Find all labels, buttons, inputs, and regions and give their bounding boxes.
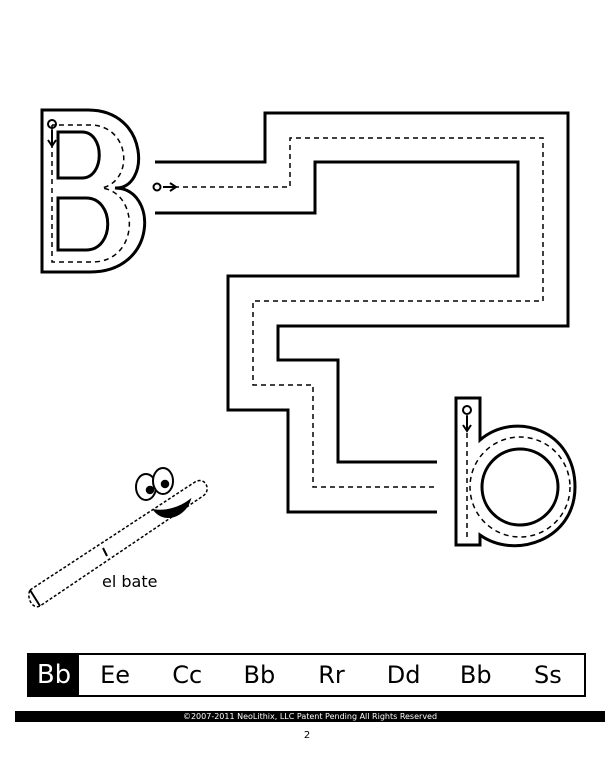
letter-cell: Bb	[243, 661, 276, 689]
letter-strip: Bb Ee Cc Bb Rr Dd Bb Ss	[27, 653, 586, 697]
page-number: 2	[303, 730, 311, 741]
letter-cell: Ss	[534, 661, 562, 689]
caption-el-bate: el bate	[102, 572, 158, 591]
letter-cell: Rr	[318, 661, 345, 689]
uppercase-B-tracing-icon	[40, 108, 147, 274]
letter-cell: Cc	[172, 661, 203, 689]
letter-cell: Ee	[100, 661, 131, 689]
maze-path-icon	[152, 111, 570, 514]
letter-cell: Dd	[386, 661, 421, 689]
lowercase-b-tracing-icon	[454, 396, 577, 548]
letter-cell-highlighted: Bb	[29, 655, 79, 695]
baseball-bat-character-icon	[28, 467, 208, 608]
letter-cell: Bb	[459, 661, 492, 689]
copyright-bar: ©2007-2011 NeoLithix, LLC Patent Pending…	[15, 711, 605, 722]
